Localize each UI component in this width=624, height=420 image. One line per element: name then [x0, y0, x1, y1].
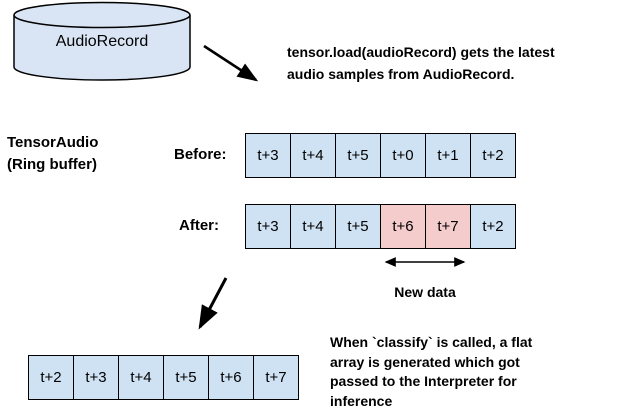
array-cell: t+2: [470, 133, 516, 178]
array-cell-new-data: t+7: [425, 204, 471, 249]
array-cell: t+3: [73, 355, 119, 400]
classify-note-line: array is generated which got: [330, 353, 520, 370]
new-data-span-arrow-icon: [384, 257, 466, 267]
array-cell: t+5: [335, 133, 381, 178]
array-cell: t+3: [245, 133, 291, 178]
array-cell: t+6: [208, 355, 254, 400]
array-cell: t+7: [253, 355, 299, 400]
database-cylinder-icon: [13, 1, 191, 81]
array-cell: t+2: [470, 204, 516, 249]
flat-array-row: t+2 t+3 t+4 t+5 t+6 t+7: [28, 355, 299, 400]
after-label: After:: [179, 217, 219, 234]
array-cell: t+3: [245, 204, 291, 249]
array-cell-new-data: t+6: [380, 204, 426, 249]
after-buffer-row: t+3 t+4 t+5 t+6 t+7 t+2: [245, 204, 516, 249]
classify-note-line: inference: [330, 392, 393, 409]
array-cell: t+0: [380, 133, 426, 178]
ring-buffer-subtitle: (Ring buffer): [7, 156, 97, 173]
classify-note-line: When `classify` is called, a flat: [330, 334, 533, 350]
classify-note-line: passed to the Interpreter for: [330, 373, 517, 389]
flatten-arrow-icon: [198, 277, 228, 330]
load-note-line: audio samples from AudioRecord.: [287, 66, 515, 82]
before-label: Before:: [174, 146, 227, 163]
array-cell: t+4: [290, 204, 336, 249]
classify-note: When `classify` is called, a flat array …: [330, 333, 615, 411]
array-cell: t+4: [290, 133, 336, 178]
new-data-label: New data: [394, 284, 456, 300]
array-cell: t+5: [163, 355, 209, 400]
array-cell: t+5: [335, 204, 381, 249]
array-cell: t+4: [118, 355, 164, 400]
array-cell: t+2: [28, 355, 74, 400]
ring-buffer-label: TensorAudio (Ring buffer): [7, 132, 98, 176]
ring-buffer-title: TensorAudio: [7, 134, 99, 151]
audiorecord-label: AudioRecord: [55, 33, 149, 50]
flow-arrow-icon: [203, 44, 259, 82]
array-cell: t+1: [425, 133, 471, 178]
before-buffer-row: t+3 t+4 t+5 t+0 t+1 t+2: [245, 133, 516, 178]
load-note: tensor.load(audioRecord) gets the latest…: [287, 41, 599, 85]
load-note-line: tensor.load(audioRecord) gets the latest: [287, 44, 555, 60]
